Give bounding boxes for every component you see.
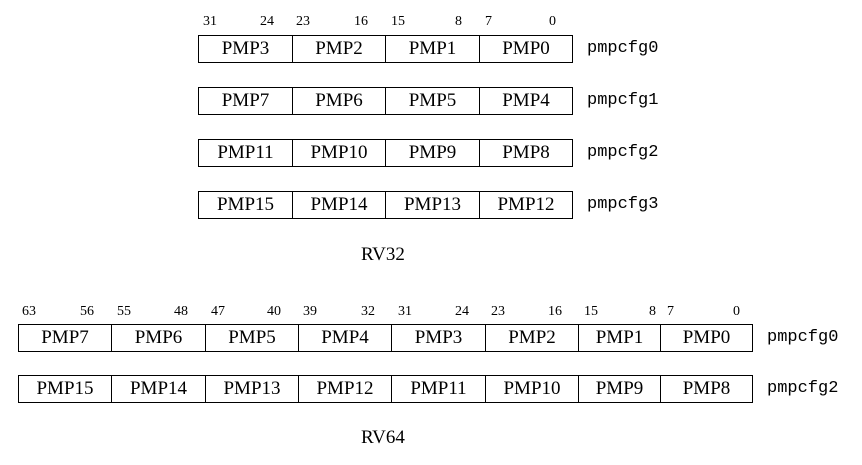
register-field: PMP1 xyxy=(579,325,661,351)
rv32-bit-label: 7 xyxy=(485,14,492,29)
rv64-bit-label: 48 xyxy=(174,304,188,319)
rv64-register-pmpcfg2: PMP15 PMP14 PMP13 PMP12 PMP11 PMP10 PMP9… xyxy=(18,375,753,403)
register-field: PMP6 xyxy=(293,88,386,114)
rv64-bit-label: 32 xyxy=(361,304,375,319)
register-name: pmpcfg3 xyxy=(587,195,659,214)
register-name: pmpcfg1 xyxy=(587,91,659,110)
rv32-register-pmpcfg3: PMP15 PMP14 PMP13 PMP12 xyxy=(198,191,573,219)
register-field: PMP4 xyxy=(299,325,392,351)
register-field: PMP10 xyxy=(293,140,386,166)
rv64-bit-label: 47 xyxy=(211,304,225,319)
register-field: PMP0 xyxy=(502,38,550,59)
register-field: PMP6 xyxy=(112,325,206,351)
rv32-register-pmpcfg1: PMP7 PMP6 PMP5 PMP4 xyxy=(198,87,573,115)
rv64-bit-label: 23 xyxy=(491,304,505,319)
register-field: PMP8 xyxy=(682,378,731,399)
register-name: pmpcfg2 xyxy=(767,379,839,398)
rv64-bit-label: 0 xyxy=(733,304,740,319)
register-field: PMP13 xyxy=(386,192,480,218)
register-field: PMP11 xyxy=(199,140,293,166)
rv32-bit-label: 23 xyxy=(296,14,310,29)
rv64-bit-label: 39 xyxy=(303,304,317,319)
register-field: PMP10 xyxy=(486,376,579,402)
register-field: PMP8 xyxy=(502,142,550,163)
register-field: PMP12 xyxy=(497,194,555,215)
rv32-bit-label: 15 xyxy=(391,14,405,29)
rv32-bit-label: 24 xyxy=(260,14,274,29)
register-field: PMP5 xyxy=(386,88,480,114)
register-field: PMP5 xyxy=(206,325,299,351)
register-name: pmpcfg0 xyxy=(767,328,839,347)
rv32-caption: RV32 xyxy=(361,244,405,265)
rv64-bit-label: 16 xyxy=(548,304,562,319)
register-field: PMP0 xyxy=(682,327,731,348)
rv32-bit-label: 0 xyxy=(549,14,556,29)
register-name: pmpcfg2 xyxy=(587,143,659,162)
register-field: PMP15 xyxy=(199,192,293,218)
register-field: PMP3 xyxy=(199,36,293,62)
register-field: PMP9 xyxy=(386,140,480,166)
register-field: PMP2 xyxy=(293,36,386,62)
rv32-bit-label: 16 xyxy=(354,14,368,29)
register-field: PMP14 xyxy=(112,376,206,402)
register-field: PMP11 xyxy=(392,376,486,402)
rv64-bit-label: 7 xyxy=(667,304,674,319)
rv32-register-pmpcfg0: PMP3 PMP2 PMP1 PMP0 xyxy=(198,35,573,63)
rv32-register-pmpcfg2: PMP11 PMP10 PMP9 PMP8 xyxy=(198,139,573,167)
rv64-bit-label: 8 xyxy=(649,304,656,319)
register-field: PMP4 xyxy=(502,90,550,111)
register-name: pmpcfg0 xyxy=(587,39,659,58)
rv64-bit-label: 24 xyxy=(455,304,469,319)
register-field: PMP15 xyxy=(19,376,112,402)
register-field: PMP14 xyxy=(293,192,386,218)
register-field: PMP12 xyxy=(299,376,392,402)
rv64-bit-label: 40 xyxy=(267,304,281,319)
rv64-bit-label: 56 xyxy=(80,304,94,319)
register-field: PMP7 xyxy=(19,325,112,351)
register-field: PMP3 xyxy=(392,325,486,351)
register-field: PMP2 xyxy=(486,325,579,351)
rv64-bit-label: 63 xyxy=(22,304,36,319)
register-field: PMP7 xyxy=(199,88,293,114)
register-field: PMP13 xyxy=(206,376,299,402)
rv64-bit-label: 55 xyxy=(117,304,131,319)
rv64-register-pmpcfg0: PMP7 PMP6 PMP5 PMP4 PMP3 PMP2 PMP1 PMP0 xyxy=(18,324,753,352)
rv32-bit-label: 31 xyxy=(203,14,217,29)
register-field: PMP1 xyxy=(386,36,480,62)
rv64-bit-label: 15 xyxy=(584,304,598,319)
rv32-bit-label: 8 xyxy=(455,14,462,29)
register-field: PMP9 xyxy=(579,376,661,402)
rv64-caption: RV64 xyxy=(361,427,405,448)
rv64-bit-label: 31 xyxy=(398,304,412,319)
